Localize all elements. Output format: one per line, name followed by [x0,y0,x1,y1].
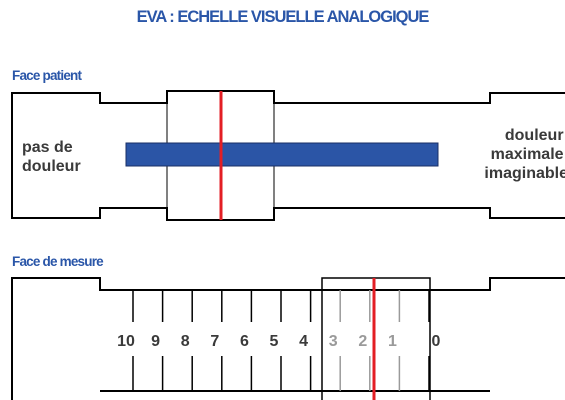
measure-face-label: Face de mesure [12,254,104,269]
no-pain-label: pas de douleur [22,139,81,175]
scale-number: 6 [240,333,249,350]
diagram-title: EVA : ECHELLE VISUELLE ANALOGIQUE [136,8,430,26]
measure-ruler-outline [11,277,565,400]
scale-number: 7 [210,333,219,350]
scale-number: 1 [388,333,397,350]
scale-number: 2 [358,333,367,350]
pain-bar [125,142,439,167]
patient-face: pas de douleur douleur maximale imaginab… [11,90,565,221]
max-pain-label: douleur maximale imaginable [484,127,565,182]
patient-ruler-outline [11,90,565,221]
scale-number: 4 [299,333,308,350]
scale-number: 8 [181,333,190,350]
patient-face-label: Face patient [12,68,82,83]
scale-number: 0 [432,333,441,350]
scale-number: 10 [117,333,135,350]
scale-number: 9 [151,333,160,350]
measure-cursor-box [321,277,431,400]
scale-number: 3 [329,333,338,350]
scale-number: 5 [270,333,279,350]
